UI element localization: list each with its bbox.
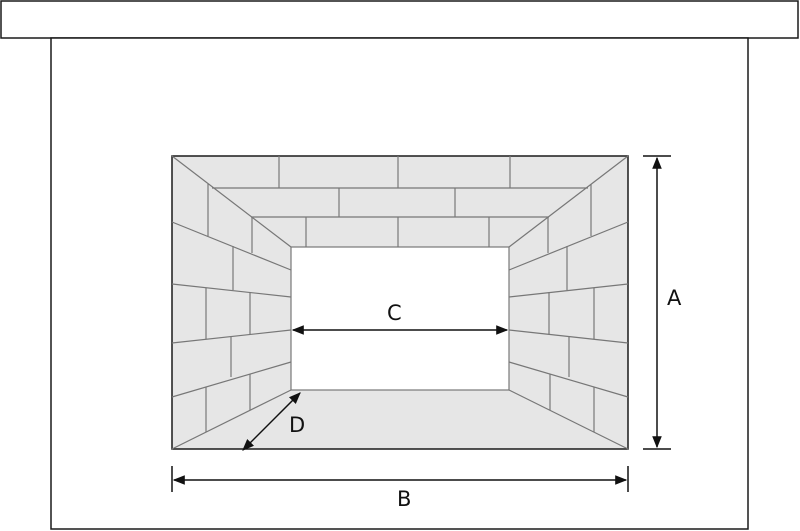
- top-wall-bricks: [212, 156, 588, 247]
- dimension-b-label: B: [397, 487, 411, 511]
- right-wall-bricks: [508, 184, 629, 432]
- dimension-a-label: A: [667, 286, 682, 310]
- dimension-d-label: D: [289, 413, 305, 437]
- dimension-c-label: C: [387, 301, 402, 325]
- firebox-back-opening: [290, 246, 510, 391]
- firebox-corner-lines: [171, 155, 629, 450]
- mantel-shelf: [0, 0, 799, 39]
- dimension-a: [643, 155, 671, 450]
- dimension-b: [171, 466, 629, 492]
- dimension-d: [242, 392, 301, 451]
